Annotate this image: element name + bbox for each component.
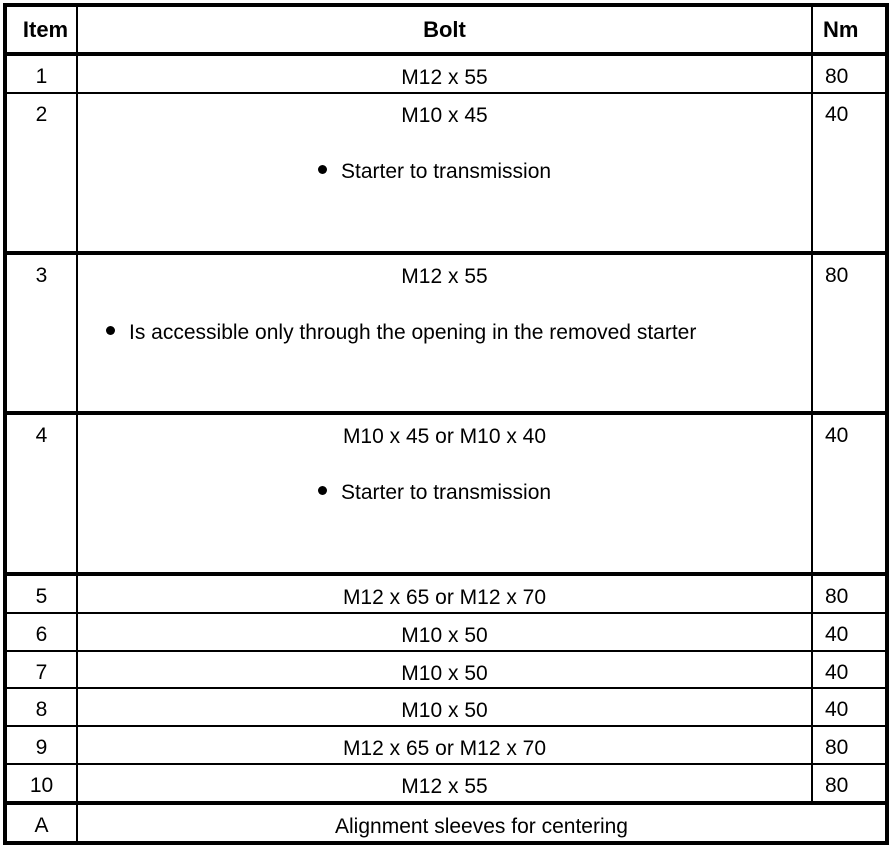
spacer (78, 290, 811, 320)
bolt-spec: M10 x 45 (401, 103, 488, 127)
bolt-note-text: Is accessible only through the opening i… (129, 320, 697, 344)
cell-item: 2 (7, 92, 78, 255)
table-header-row: Item Bolt Nm (7, 7, 885, 56)
cell-item: A (7, 803, 78, 841)
bolt-spec: M10 x 50 (401, 661, 488, 685)
cell-bolt: M10 x 50 (77, 650, 813, 690)
bolt-spec: M12 x 55 (401, 775, 488, 799)
table-body: 1 M12 x 55 80 2 M10 x 45 Starter to tran… (7, 54, 885, 841)
cell-nm: 40 (812, 413, 885, 576)
bolt-note: Starter to transmission (78, 159, 811, 185)
cell-item: 7 (7, 650, 78, 690)
cell-nm: 40 (812, 688, 885, 728)
table-row: 6 M10 x 50 40 (7, 612, 885, 652)
cell-bolt: M10 x 45 or M10 x 40 Starter to transmis… (77, 413, 813, 576)
bolt-spec: M12 x 65 or M12 x 70 (342, 737, 547, 761)
bullet-icon (318, 164, 327, 174)
table-row: 8 M10 x 50 40 (7, 688, 885, 728)
bolt-spec: M12 x 55 (401, 264, 488, 288)
cell-bolt: M10 x 45 Starter to transmission (77, 92, 813, 255)
cell-item: 4 (7, 413, 78, 576)
cell-nm: 80 (812, 252, 885, 416)
bolt-spec: M12 x 65 or M12 x 70 (342, 585, 547, 609)
cell-bolt: M10 x 50 (77, 688, 813, 728)
table-row: A Alignment sleeves for centering (7, 803, 885, 841)
spacer (78, 506, 811, 568)
spacer (78, 450, 811, 480)
table-row: 10 M12 x 55 80 (7, 764, 885, 806)
column-header-item: Item (7, 7, 78, 56)
bullet-icon (106, 325, 115, 335)
cell-item: 1 (7, 54, 78, 94)
spacer (78, 185, 811, 247)
cell-nm: 80 (812, 54, 885, 94)
table-row: 4 M10 x 45 or M10 x 40 Starter to transm… (7, 413, 885, 576)
bolt-note-text: Starter to transmission (341, 481, 552, 505)
cell-item: 6 (7, 612, 78, 652)
cell-nm: 40 (812, 92, 885, 255)
table-row: 3 M12 x 55 Is accessible only through th… (7, 252, 885, 416)
cell-item: 8 (7, 688, 78, 728)
spacer (78, 129, 811, 159)
bolt-torque-table: Item Bolt Nm 1 M12 x 55 80 2 M10 x 45 (7, 7, 885, 841)
bolt-torque-table-container: Item Bolt Nm 1 M12 x 55 80 2 M10 x 45 (3, 3, 889, 845)
table-row: 2 M10 x 45 Starter to transmission 40 (7, 92, 885, 255)
bolt-spec: M10 x 50 (401, 623, 488, 647)
cell-nm: 80 (812, 726, 885, 766)
bullet-icon (318, 486, 327, 496)
column-header-nm: Nm (812, 7, 885, 56)
spacer (78, 346, 811, 408)
bolt-note-text: Starter to transmission (341, 159, 552, 183)
cell-nm: 80 (812, 573, 885, 614)
cell-bolt: M12 x 55 Is accessible only through the … (77, 252, 813, 416)
bolt-spec: Alignment sleeves for centering (335, 815, 628, 839)
cell-bolt-merged: Alignment sleeves for centering (77, 803, 885, 841)
bolt-note: Starter to transmission (78, 480, 811, 506)
bolt-note: Is accessible only through the opening i… (78, 320, 811, 346)
cell-item: 5 (7, 573, 78, 614)
cell-item: 3 (7, 252, 78, 416)
cell-nm: 80 (812, 764, 885, 806)
cell-item: 10 (7, 764, 78, 806)
cell-bolt: M12 x 55 (77, 764, 813, 806)
table-row: 9 M12 x 65 or M12 x 70 80 (7, 726, 885, 766)
cell-bolt: M10 x 50 (77, 612, 813, 652)
table-row: 5 M12 x 65 or M12 x 70 80 (7, 573, 885, 614)
cell-bolt: M12 x 65 or M12 x 70 (77, 726, 813, 766)
cell-item: 9 (7, 726, 78, 766)
column-header-bolt: Bolt (77, 7, 813, 56)
cell-bolt: M12 x 55 (77, 54, 813, 94)
cell-nm: 40 (812, 650, 885, 690)
cell-nm: 40 (812, 612, 885, 652)
table-row: 1 M12 x 55 80 (7, 54, 885, 94)
cell-bolt: M12 x 65 or M12 x 70 (77, 573, 813, 614)
bolt-spec: M12 x 55 (401, 66, 488, 89)
bolt-spec: M10 x 45 or M10 x 40 (342, 425, 547, 449)
table-row: 7 M10 x 50 40 (7, 650, 885, 690)
bolt-spec: M10 x 50 (401, 699, 488, 723)
